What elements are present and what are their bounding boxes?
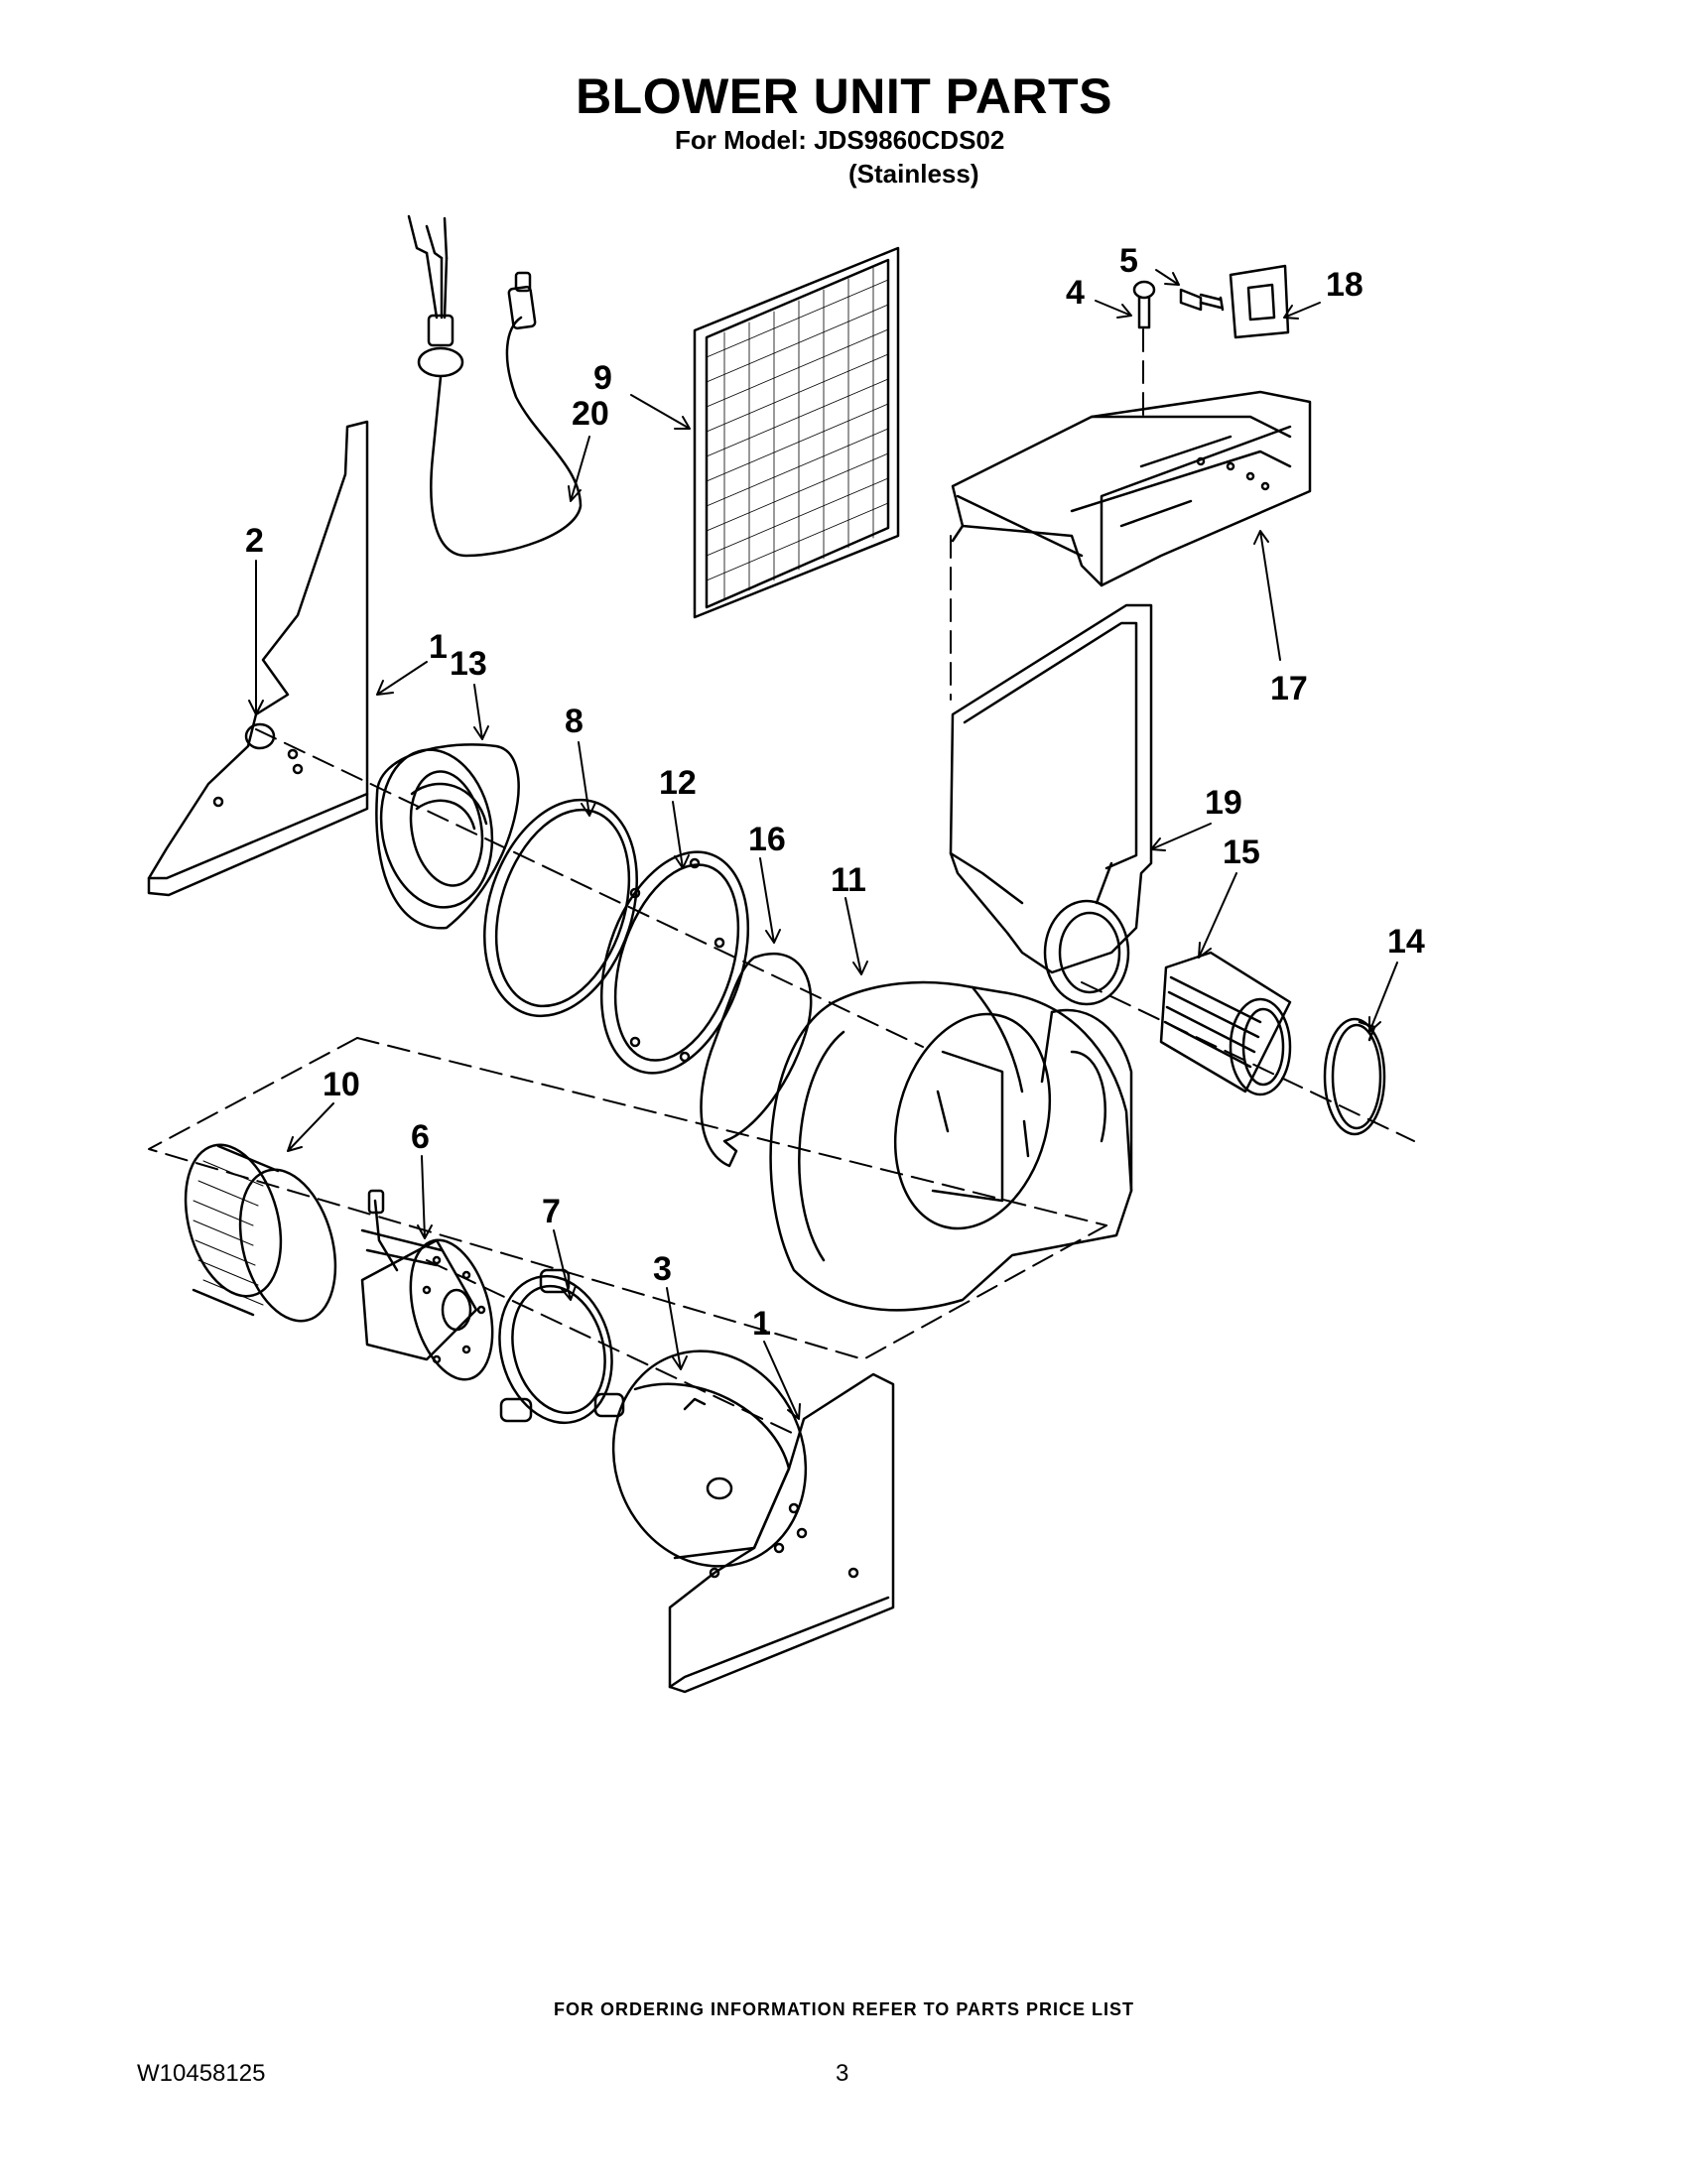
callout-4: 4 <box>1066 274 1085 312</box>
motor-mount <box>498 1268 625 1425</box>
assembly-centerlines <box>148 326 1415 1435</box>
callout-12: 12 <box>659 764 697 802</box>
model-variant: (Stainless) <box>848 159 979 189</box>
callout-3: 3 <box>653 1250 672 1288</box>
blower-motor <box>360 1189 494 1381</box>
blower-wheel <box>184 1143 337 1323</box>
callout-6: 6 <box>411 1118 430 1156</box>
callout-13: 13 <box>450 645 487 683</box>
model-line: For Model: JDS9860CDS02 <box>675 125 1005 155</box>
hardware-bolt-screw-clip <box>1132 264 1290 339</box>
callout-18: 18 <box>1326 266 1363 304</box>
callout-14: 14 <box>1387 923 1425 961</box>
callout-labels: 1 13 2 8 12 16 11 9 20 5 4 18 17 19 15 1… <box>245 242 1425 1343</box>
inlet-ring <box>375 743 520 930</box>
callout-7: 7 <box>542 1193 561 1230</box>
grease-filter <box>693 246 900 619</box>
mounting-bracket-upper <box>147 420 369 897</box>
ordering-note: FOR ORDERING INFORMATION REFER TO PARTS … <box>553 1999 1134 2019</box>
callout-5: 5 <box>1119 242 1138 280</box>
callout-15: 15 <box>1223 834 1260 871</box>
mounting-bracket-lower <box>668 1372 895 1694</box>
flex-coupling <box>1159 951 1292 1096</box>
callout-9: 9 <box>593 359 612 397</box>
power-cord <box>407 214 583 558</box>
leader-lines <box>248 269 1398 1420</box>
callout-11: 11 <box>831 861 866 899</box>
callout-1-upper: 1 <box>429 628 448 666</box>
callout-2: 2 <box>245 522 264 560</box>
motor-plate <box>611 1349 808 1568</box>
callout-17: 17 <box>1270 670 1308 707</box>
callout-10: 10 <box>323 1066 360 1103</box>
callout-20: 20 <box>572 395 609 433</box>
page-number: 3 <box>836 2060 849 2087</box>
transition-duct <box>949 603 1153 1006</box>
callout-8: 8 <box>565 703 584 740</box>
callout-16: 16 <box>748 821 786 858</box>
seal <box>700 952 813 1168</box>
hose-clamp <box>1323 1017 1386 1136</box>
retaining-ring <box>599 850 750 1075</box>
document-number: W10458125 <box>137 2060 266 2087</box>
duct-housing <box>951 390 1312 587</box>
callout-1-lower: 1 <box>752 1305 771 1343</box>
page-title: BLOWER UNIT PARTS <box>576 68 1112 124</box>
blower-housing <box>769 980 1133 1312</box>
callout-19: 19 <box>1205 784 1242 822</box>
